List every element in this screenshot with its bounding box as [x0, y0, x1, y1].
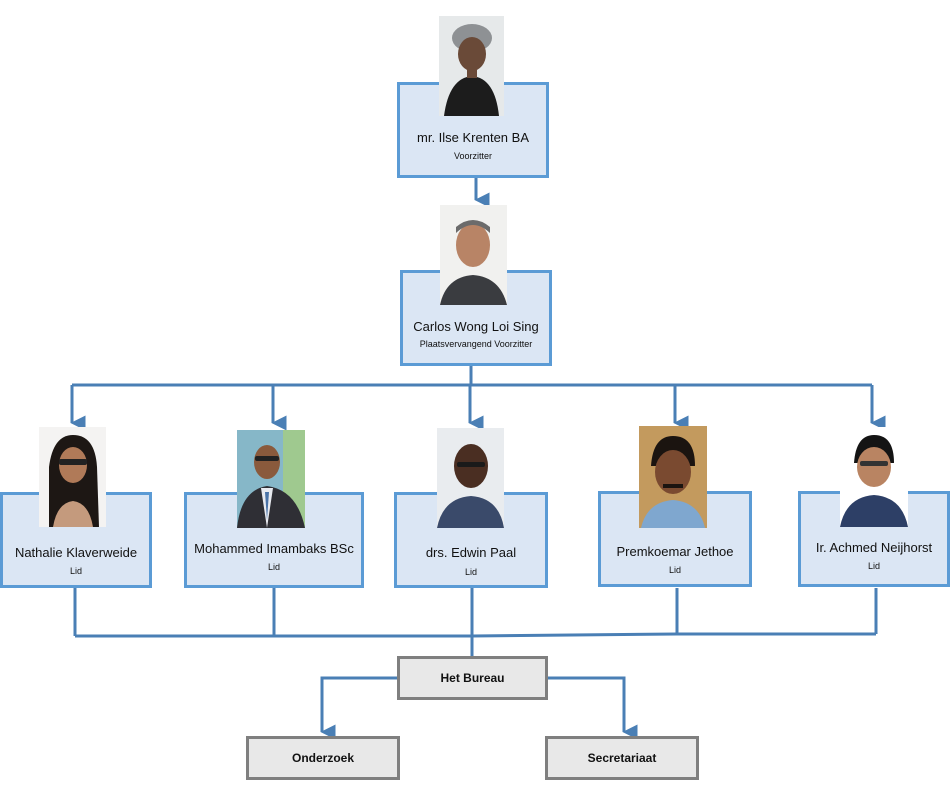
- person-name: Ir. Achmed Neijhorst: [815, 540, 933, 555]
- portrait-photo: [39, 427, 106, 527]
- person-role: Lid: [267, 562, 280, 572]
- portrait-photo: [840, 427, 908, 527]
- person-name: Premkoemar Jethoe: [616, 544, 734, 559]
- connector-bureau-secretariaat: [547, 676, 638, 740]
- org-node-member-1: Nathalie Klaverweide Lid: [0, 492, 152, 588]
- org-node-secretariaat: Secretariaat: [545, 736, 699, 780]
- org-node-onderzoek: Onderzoek: [246, 736, 400, 780]
- connector-bottom-bus: [75, 632, 876, 638]
- org-node-bureau: Het Bureau: [397, 656, 548, 700]
- person-name: Carlos Wong Loi Sing: [413, 319, 539, 334]
- person-name: Nathalie Klaverweide: [14, 545, 138, 560]
- portrait-photo: [639, 426, 707, 528]
- portrait-photo: [237, 430, 305, 528]
- person-name: drs. Edwin Paal: [425, 545, 517, 560]
- person-role: Lid: [464, 567, 477, 577]
- portrait-photo: [440, 205, 507, 305]
- person-role: Lid: [867, 561, 880, 571]
- person-role: Voorzitter: [453, 151, 493, 161]
- portrait-photo: [437, 428, 504, 528]
- portrait-photo: [439, 16, 504, 116]
- person-name: mr. Ilse Krenten BA: [417, 130, 529, 145]
- person-role: Lid: [69, 566, 82, 576]
- connector-bureau-onderzoek: [320, 676, 397, 740]
- person-name: Mohammed Imambaks BSc: [194, 541, 354, 556]
- person-role: Plaatsvervangend Voorzitter: [419, 339, 533, 349]
- person-role: Lid: [668, 565, 681, 575]
